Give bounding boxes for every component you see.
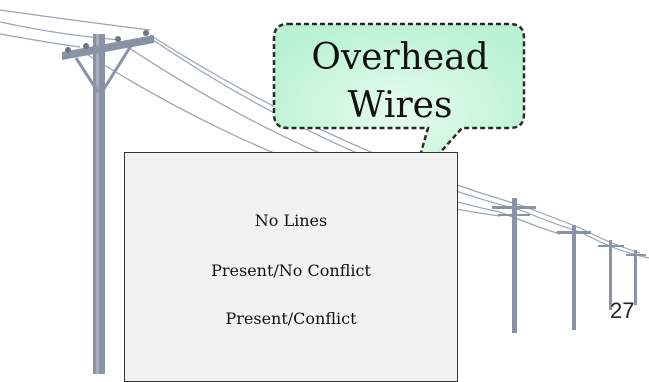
utility-pole-distant-4 bbox=[626, 250, 646, 305]
utility-pole-large bbox=[62, 30, 154, 374]
slide-number: 27 bbox=[610, 298, 635, 323]
callout-label: Overhead Wires bbox=[283, 34, 517, 130]
utility-pole-distant-2 bbox=[557, 225, 591, 330]
callout-line-2: Wires bbox=[347, 85, 453, 126]
option-present-no-conflict[interactable]: Present/No Conflict bbox=[211, 261, 371, 280]
utility-pole-distant-1 bbox=[492, 198, 536, 333]
options-panel: No Lines Present/No Conflict Present/Con… bbox=[124, 152, 458, 382]
option-no-lines[interactable]: No Lines bbox=[254, 211, 328, 230]
callout-line-1: Overhead bbox=[311, 37, 489, 78]
option-present-conflict[interactable]: Present/Conflict bbox=[225, 309, 357, 328]
utility-pole-distant-3 bbox=[598, 240, 624, 310]
